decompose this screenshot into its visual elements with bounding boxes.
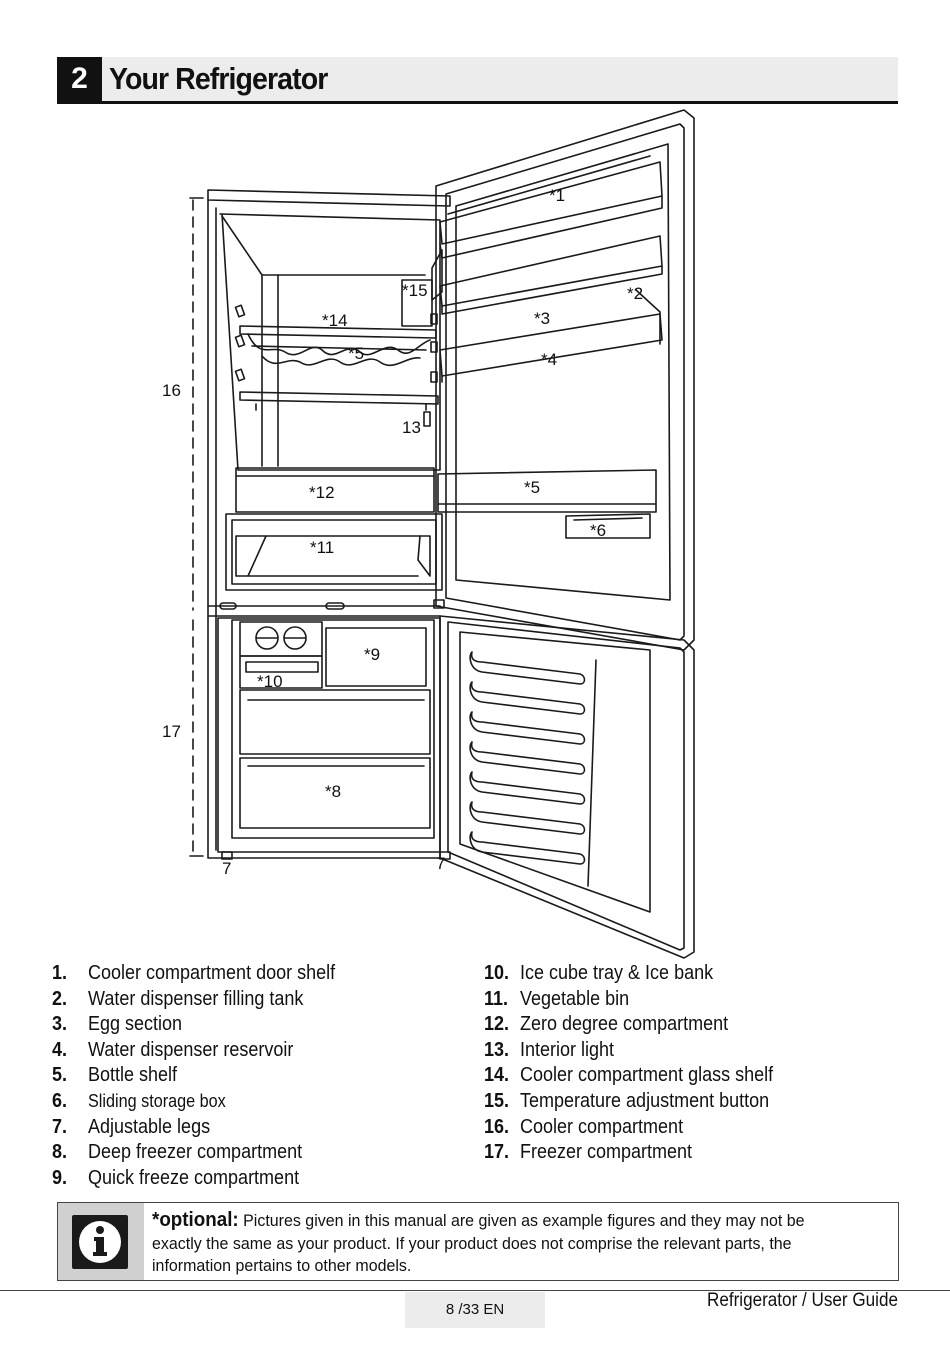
legend-item: 5.Bottle shelf: [52, 1064, 178, 1087]
note-body: Pictures given in this manual are given …: [152, 1211, 805, 1275]
callout-12: *12: [309, 483, 335, 502]
legend-item: 11.Vegetable bin: [484, 987, 630, 1010]
note-text: *optional: Pictures given in this manual…: [152, 1209, 848, 1278]
callout-2: *2: [627, 284, 644, 303]
callout-14: *14: [322, 311, 348, 330]
legend-item: 16.Cooler compartment: [484, 1115, 684, 1138]
legend-item: 17.Freezer compartment: [484, 1141, 693, 1164]
section-title: Your Refrigerator: [109, 61, 328, 96]
legend-item: 10.Ice cube tray & Ice bank: [484, 962, 714, 984]
refrigerator-drawing: [189, 109, 695, 959]
legend-left: 1.Cooler compartment door shelf 2.Water …: [52, 961, 367, 1191]
callout-5-interior: *5: [348, 344, 365, 363]
section-header: 2 Your Refrigerator: [57, 57, 898, 104]
callout-15: *15: [402, 281, 428, 300]
callout-8: *8: [325, 782, 342, 801]
legend-item: 8.Deep freezer compartment: [52, 1141, 303, 1164]
callout-16: 16: [162, 381, 181, 400]
legend-item: 12.Zero degree compartment: [484, 1013, 729, 1036]
legend-item: 14.Cooler compartment glass shelf: [484, 1064, 774, 1087]
legend-item: 4.Water dispenser reservoir: [52, 1038, 294, 1061]
note-label: *optional:: [152, 1209, 239, 1231]
callout-4: *4: [541, 350, 558, 369]
refrigerator-diagram: *1 *2 *3 *4 *5 *5 *6 7 7 *8 *9 *10 *11 *…: [0, 105, 950, 960]
legend-item: 3.Egg section: [52, 1013, 183, 1036]
legend-item: 6.Sliding storage box: [52, 1089, 226, 1112]
guide-title: Refrigerator / User Guide: [706, 1290, 898, 1311]
callout-5-door: *5: [524, 478, 541, 497]
legend-right: 10.Ice cube tray & Ice bank 11.Vegetable…: [484, 961, 805, 1166]
callout-7-right: 7: [436, 854, 446, 873]
callout-6: *6: [590, 521, 607, 540]
callout-11: *11: [310, 538, 335, 557]
callout-10: *10: [257, 672, 283, 691]
note-icon-panel: [58, 1203, 144, 1280]
info-icon: [72, 1215, 128, 1269]
section-number: 2: [57, 57, 102, 101]
callout-17: 17: [162, 722, 181, 741]
footer-divider: [0, 1290, 950, 1291]
page-number: 8 /33 EN: [405, 1292, 545, 1328]
legend-item: 7.Adjustable legs: [52, 1115, 211, 1138]
callout-1: *1: [549, 186, 566, 205]
legend-item: 13.Interior light: [484, 1038, 615, 1061]
legend-item: 1.Cooler compartment door shelf: [52, 962, 336, 984]
callout-7-left: 7: [222, 859, 232, 878]
callout-9: *9: [364, 645, 381, 664]
callout-3: *3: [534, 309, 551, 328]
callout-13: 13: [402, 418, 421, 437]
optional-note: *optional: Pictures given in this manual…: [57, 1202, 899, 1281]
legend-item: 2.Water dispenser filling tank: [52, 987, 304, 1010]
legend-item: 9.Quick freeze compartment: [52, 1166, 300, 1189]
legend-item: 15.Temperature adjustment button: [484, 1089, 770, 1112]
